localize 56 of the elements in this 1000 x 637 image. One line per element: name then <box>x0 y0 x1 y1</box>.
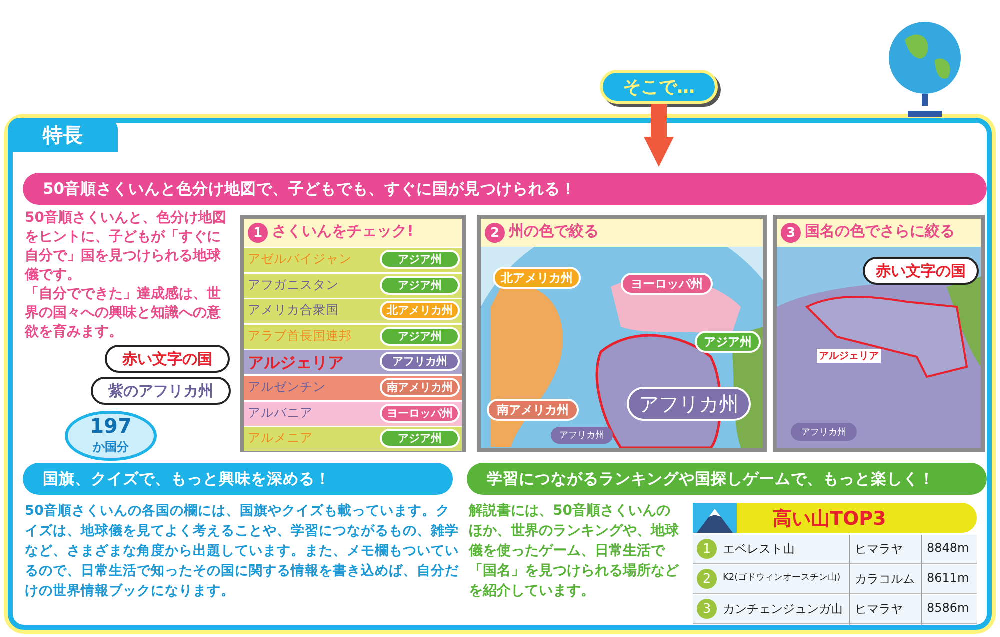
country-name: アルバニア <box>248 404 313 422</box>
country-name: アルメニア <box>248 430 313 448</box>
country-name: アフガニスタン <box>248 276 339 294</box>
headline-banner: 学習につながるランキングや国探しゲームで、もっと楽しく！ <box>467 463 987 495</box>
region-tag: ヨーロッパ州 <box>380 404 460 423</box>
region-tag: アジア州 <box>695 331 761 353</box>
region-tag: 北アメリカ州 <box>380 301 460 320</box>
region-tag: アフリカ州 <box>380 352 460 372</box>
country-name: アルゼンチン <box>248 379 326 396</box>
description-text: 「自分でできた」達成感は、世界の国々への興味と知識への意欲を育みます。 <box>25 285 222 342</box>
region-tag: アフリカ州 <box>551 427 613 444</box>
map-label: アルジェリア <box>817 349 881 363</box>
panel-heading: 国名の色でさらに絞る <box>805 222 955 241</box>
speech-bubble: 紫のアフリカ州 <box>91 377 231 405</box>
mountain-name: カンチェンジュンガ山 <box>723 601 843 618</box>
headline-banner: 国旗、クイズで、もっと興味を深める！ <box>23 463 453 495</box>
description-text: 50音順さくいんの各国の欄には、国旗やクイズも載っています。クイズは、地球儀を見てよく考えることや、学習につながるもの、雑学など、さまざまな角度から出題しています。また、メモ欄もついているので、日常生活で知ったその国に関する情報を書き込めば、自分だけの世界情報ブックになります。 <box>25 502 460 601</box>
description-text: 解説書には、50音順さくいんのほか、世界のランキングや、地球儀を使ったゲーム、日常生活で「国名」を見つけられる場所などを紹介しています。 <box>469 502 680 601</box>
arrow <box>644 104 674 167</box>
country-name: アルジェリア <box>248 353 344 374</box>
height-value: 8586m <box>927 601 970 615</box>
country-name: アラブ首長国連邦 <box>248 328 352 345</box>
country-name: アゼルバイジャン <box>248 251 352 268</box>
height-value: 8611m <box>927 571 970 585</box>
table-title: 高い山TOP3 <box>773 507 886 532</box>
region-tag: アジア州 <box>380 326 460 346</box>
mountain-name: エベレスト山 <box>723 541 795 558</box>
range-name: カラコルム <box>855 571 915 588</box>
range-name: ヒマラヤ <box>855 541 903 558</box>
photo-panel <box>477 215 767 452</box>
panel-heading: さくいんをチェック! <box>272 222 414 241</box>
photo-panel <box>240 215 466 452</box>
region-tag: アジア州 <box>380 429 460 448</box>
tab-label: 特長 <box>8 118 118 152</box>
callout-label: そこで… <box>600 70 718 104</box>
region-tag: アフリカ州 <box>791 423 857 441</box>
region-tag: 北アメリカ州 <box>493 267 581 289</box>
headline-banner: 50音順さくいんと色分け地図で、子どもでも、すぐに国が見つけられる！ <box>23 173 987 205</box>
region-tag: アジア州 <box>380 276 460 295</box>
region-tag: 南アメリカ州 <box>380 378 460 397</box>
region-tag: アフリカ州 <box>627 387 751 421</box>
count-number: 197 <box>89 414 133 438</box>
description-text: 50音順さくいんと、色分け地図をヒントに、子どもが「すぐに自分で」国を見つけられる地球儀です。 <box>25 209 228 285</box>
panel-heading: 州の色で絞る <box>509 222 599 241</box>
country-name: アメリカ合衆国 <box>248 302 339 320</box>
photo-panel <box>773 215 985 452</box>
table-header-bar <box>693 503 977 533</box>
region-tag: アジア州 <box>380 250 460 269</box>
region-tag: 南アメリカ州 <box>487 399 579 421</box>
speech-bubble: 赤い文字の国 <box>105 345 230 373</box>
mountain-name: K2(ゴドウィンオースチン山) <box>723 572 841 584</box>
count-unit: か国分 <box>92 439 130 456</box>
height-value: 8848m <box>927 541 970 555</box>
region-tag: ヨーロッパ州 <box>621 273 713 295</box>
range-name: ヒマラヤ <box>855 601 903 618</box>
speech-bubble: 赤い文字の国 <box>863 257 979 285</box>
